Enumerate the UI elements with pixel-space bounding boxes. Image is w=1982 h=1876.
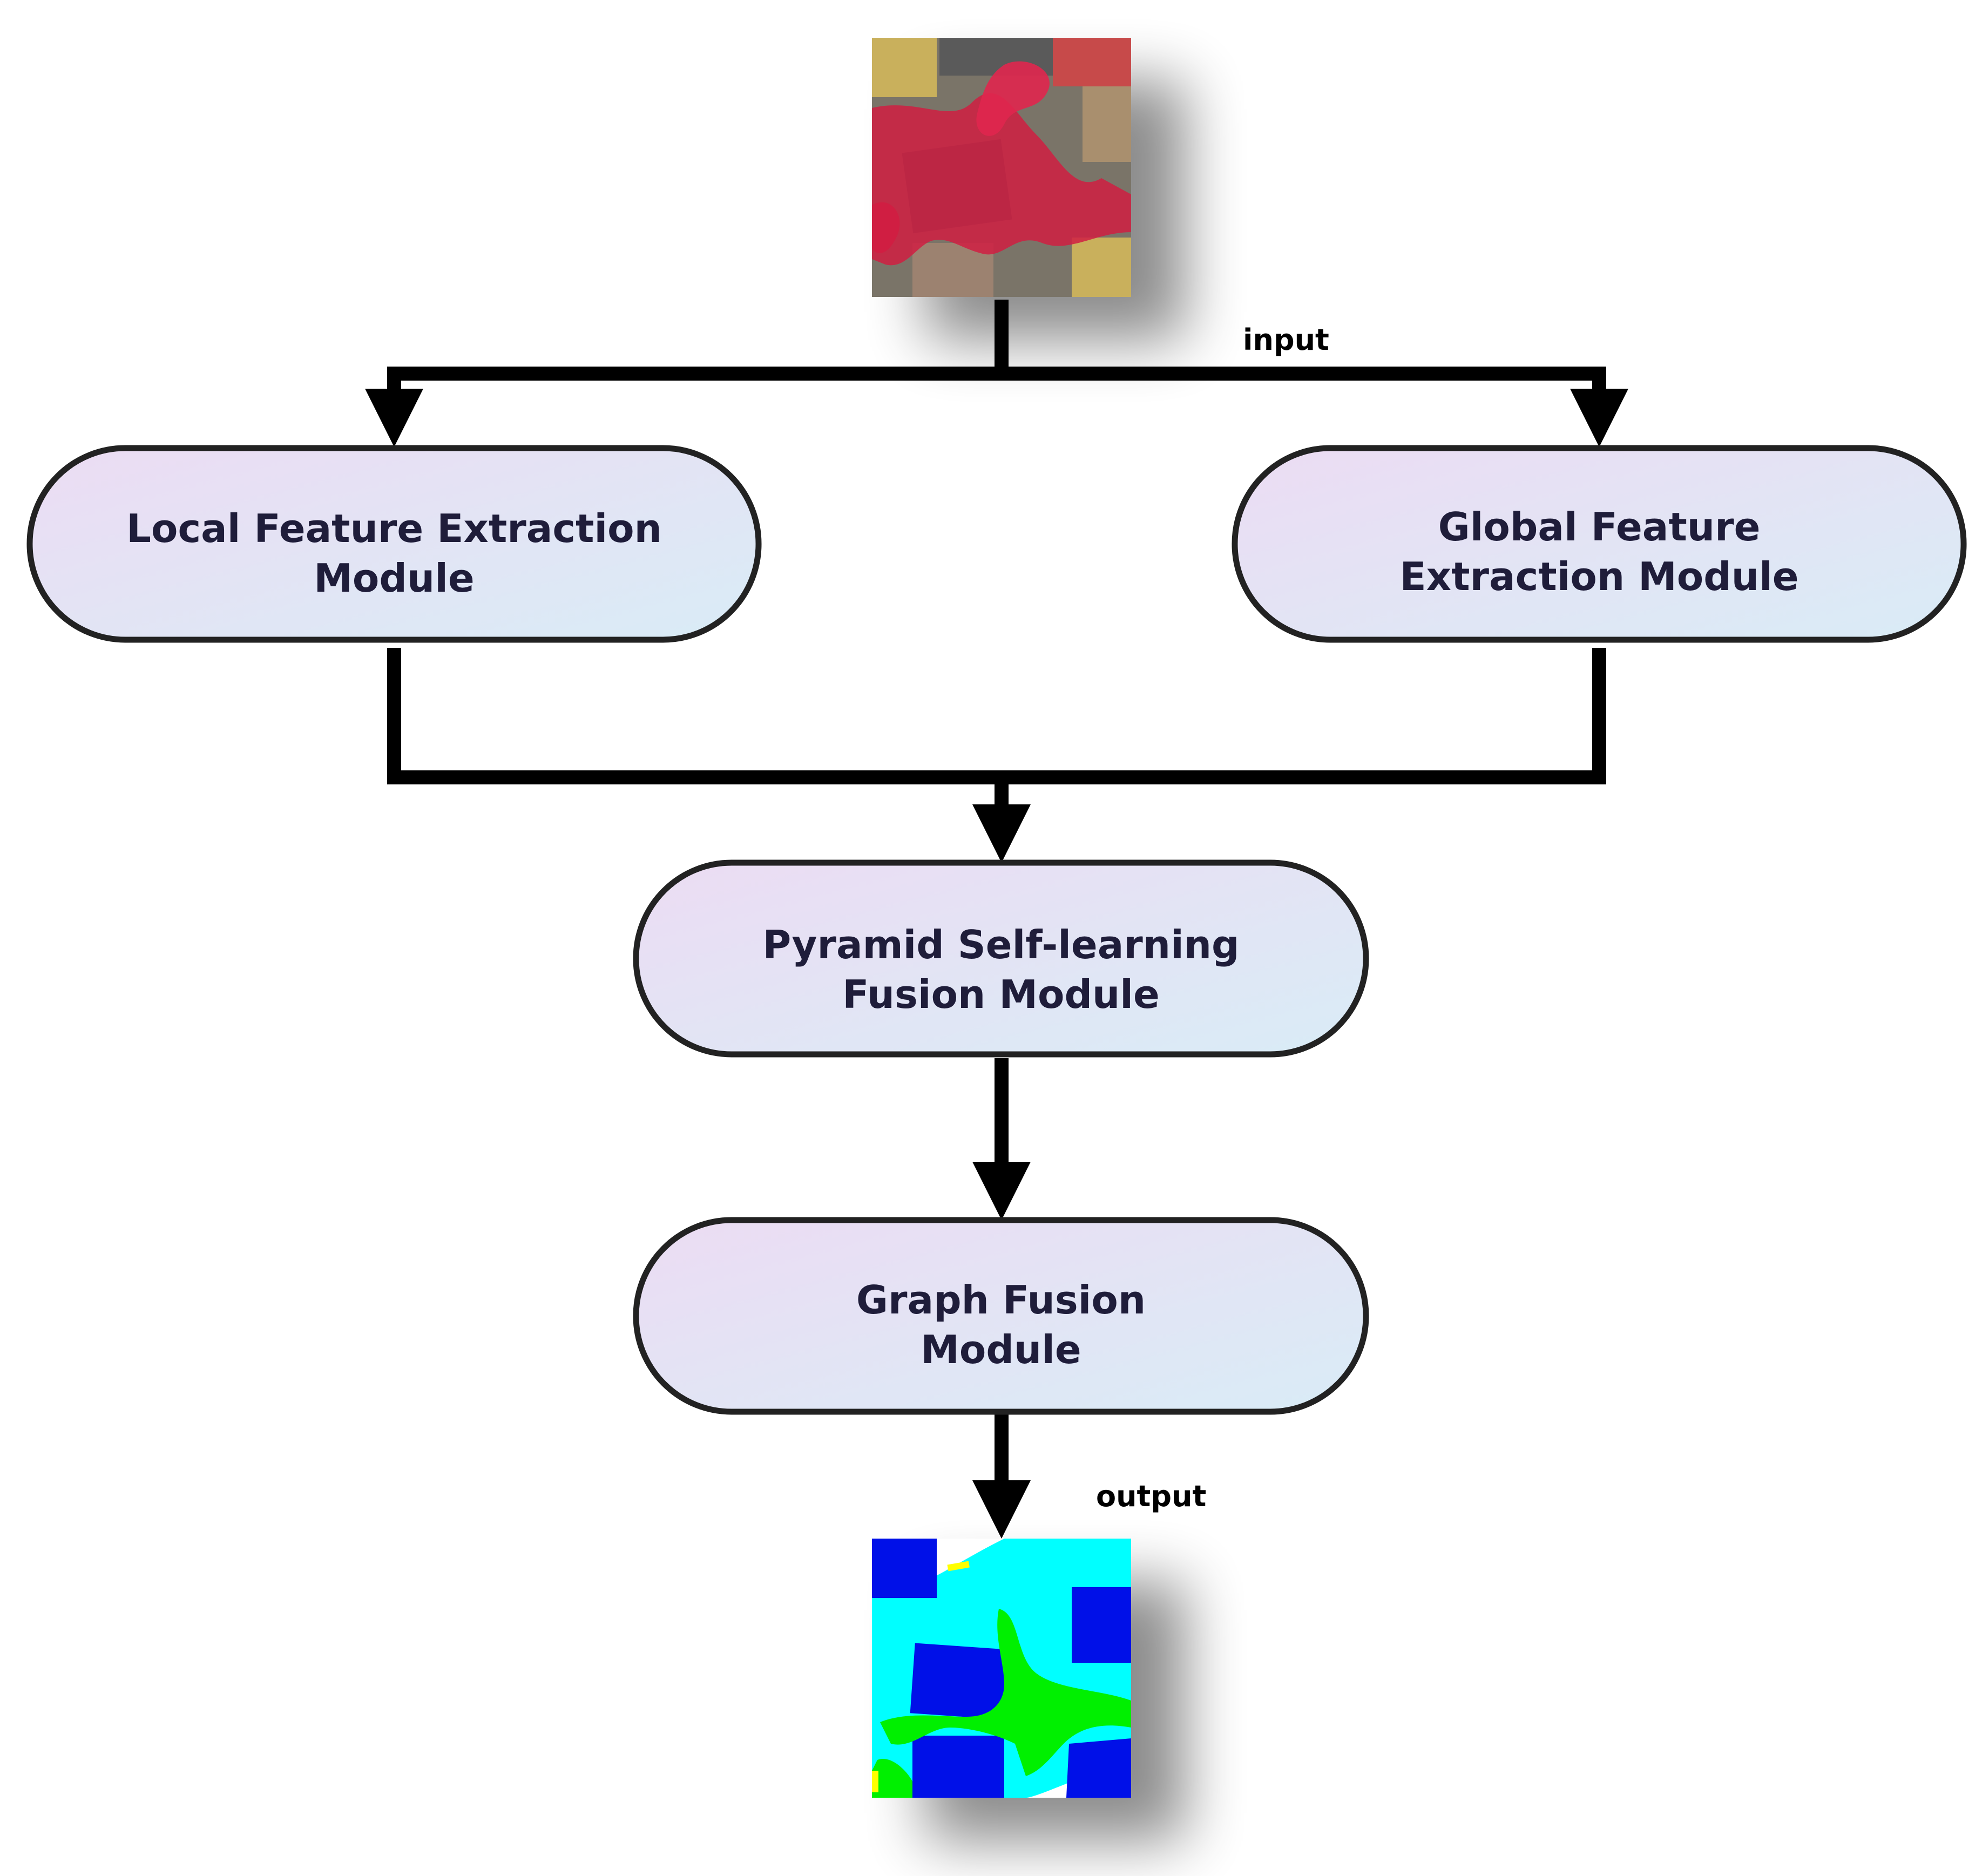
input-image xyxy=(872,38,1185,340)
arrowhead-graph xyxy=(972,1162,1031,1220)
node-global-line2: Extraction Module xyxy=(1399,554,1798,599)
arrowheads xyxy=(365,389,1628,1539)
node-pyramid-line2: Fusion Module xyxy=(842,972,1160,1017)
node-local-line1: Local Feature Extraction xyxy=(126,506,662,551)
node-local-feature-extraction: Local Feature Extraction Module xyxy=(26,445,762,643)
output-label: output xyxy=(1096,1479,1206,1513)
node-graph-line1: Graph Fusion xyxy=(856,1277,1146,1323)
node-pyramid-self-learning-fusion: Pyramid Self-learning Fusion Module xyxy=(633,859,1369,1058)
node-graph-line2: Module xyxy=(921,1327,1081,1372)
output-segmentation-map xyxy=(872,1539,1185,1841)
node-graph-fusion: Graph Fusion Module xyxy=(633,1217,1369,1415)
arrowhead-global xyxy=(1570,389,1628,447)
node-global-feature-extraction: Global Feature Extraction Module xyxy=(1232,445,1967,643)
node-local-line2: Module xyxy=(314,556,474,601)
node-global-line1: Global Feature xyxy=(1438,504,1761,550)
arrowhead-local xyxy=(365,389,423,447)
arrowhead-pyramid xyxy=(972,804,1031,863)
node-pyramid-line1: Pyramid Self-learning xyxy=(762,922,1239,967)
arrowhead-output xyxy=(972,1480,1031,1539)
input-label: input xyxy=(1243,323,1329,357)
